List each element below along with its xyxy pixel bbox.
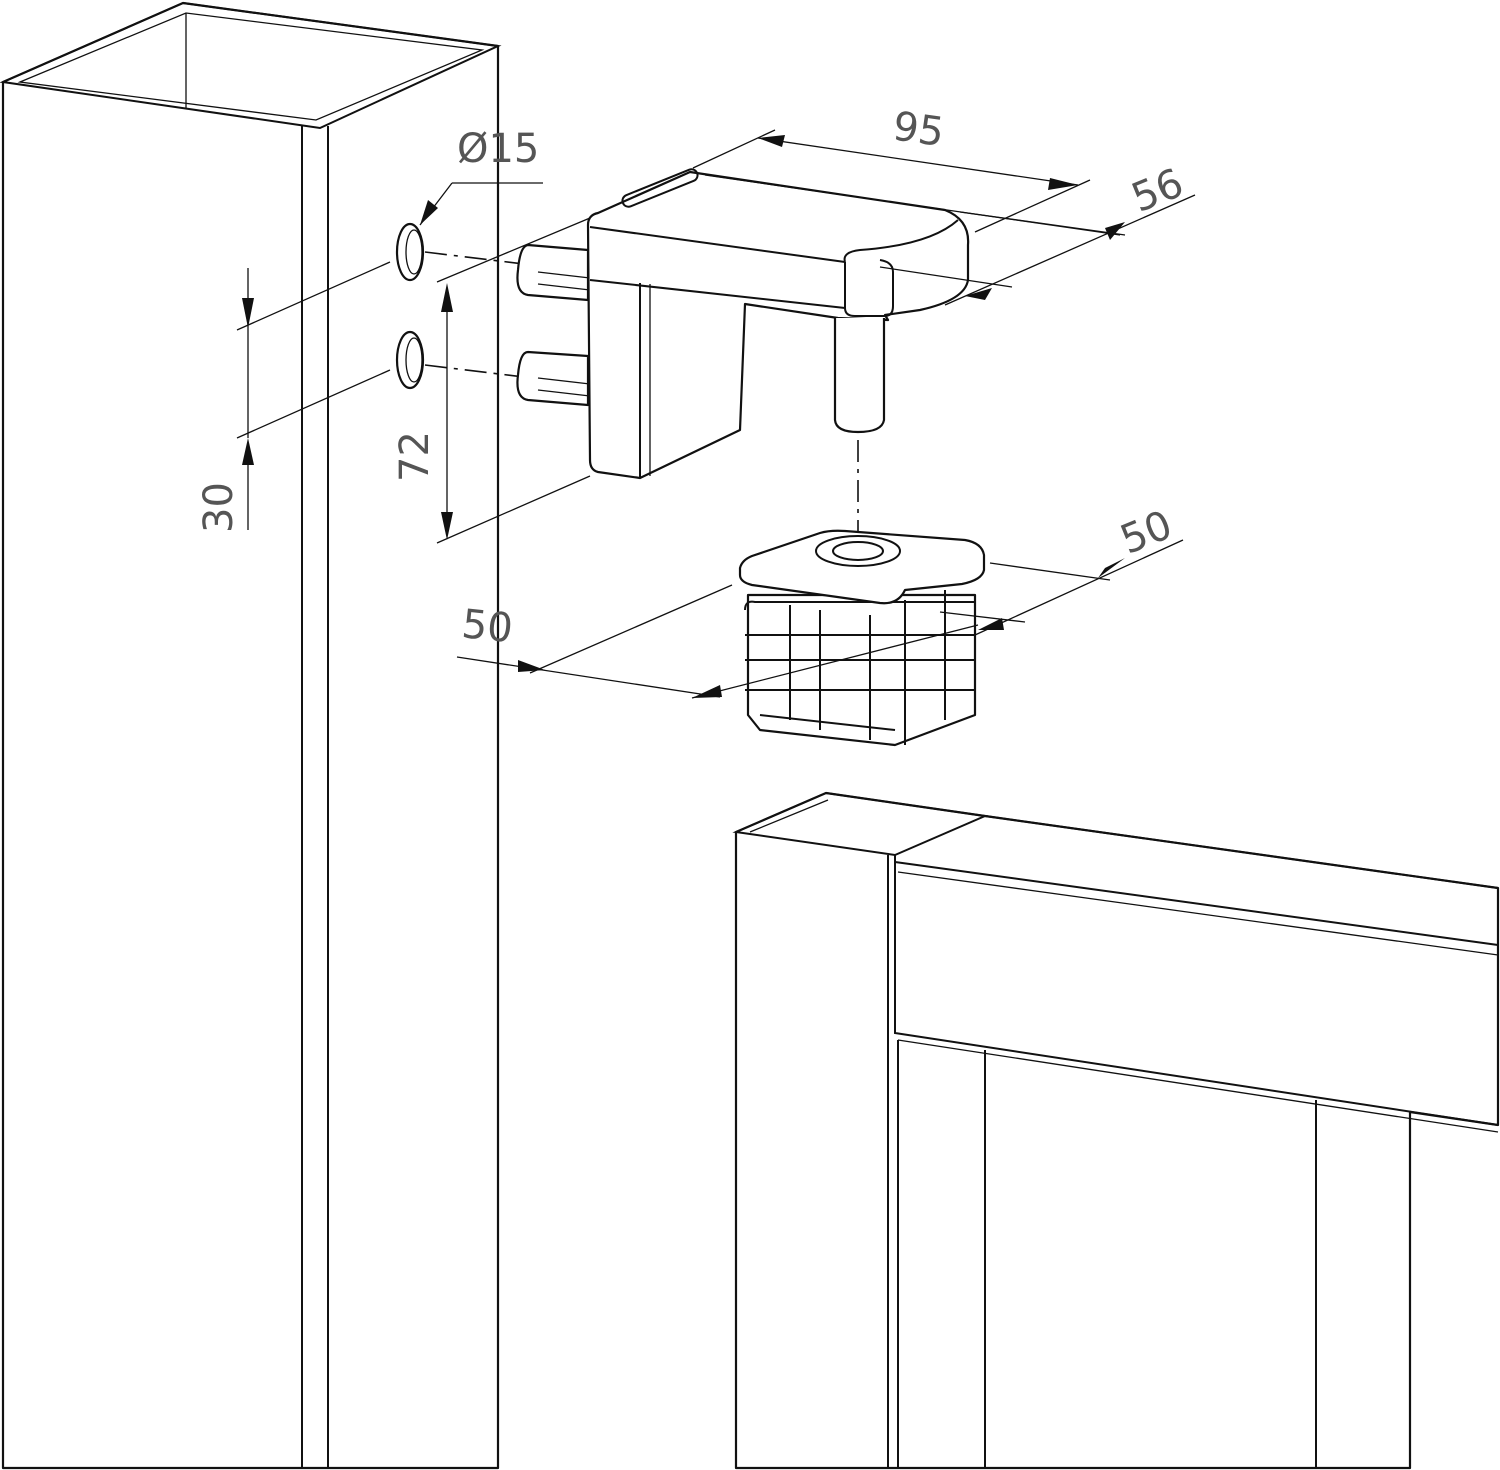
end-cap-insert <box>738 529 986 747</box>
dim-hinge-length: 95 <box>890 103 947 156</box>
dim-hinge-width: 56 <box>1125 160 1189 222</box>
dim-insert-width-right: 50 <box>1114 502 1178 564</box>
dim-hole-diameter: Ø15 <box>457 126 539 172</box>
square-post <box>0 1 502 1470</box>
dim-hole-spacing-height: 72 <box>392 431 438 482</box>
hinge-body <box>516 168 970 540</box>
dimension-lines <box>236 129 1196 699</box>
mounting-holes <box>395 222 591 390</box>
dim-insert-width-left: 50 <box>460 601 515 652</box>
dimension-arrows <box>242 135 1125 698</box>
dim-hole-spacing: 30 <box>196 482 242 533</box>
gate-frame <box>732 791 1500 1470</box>
